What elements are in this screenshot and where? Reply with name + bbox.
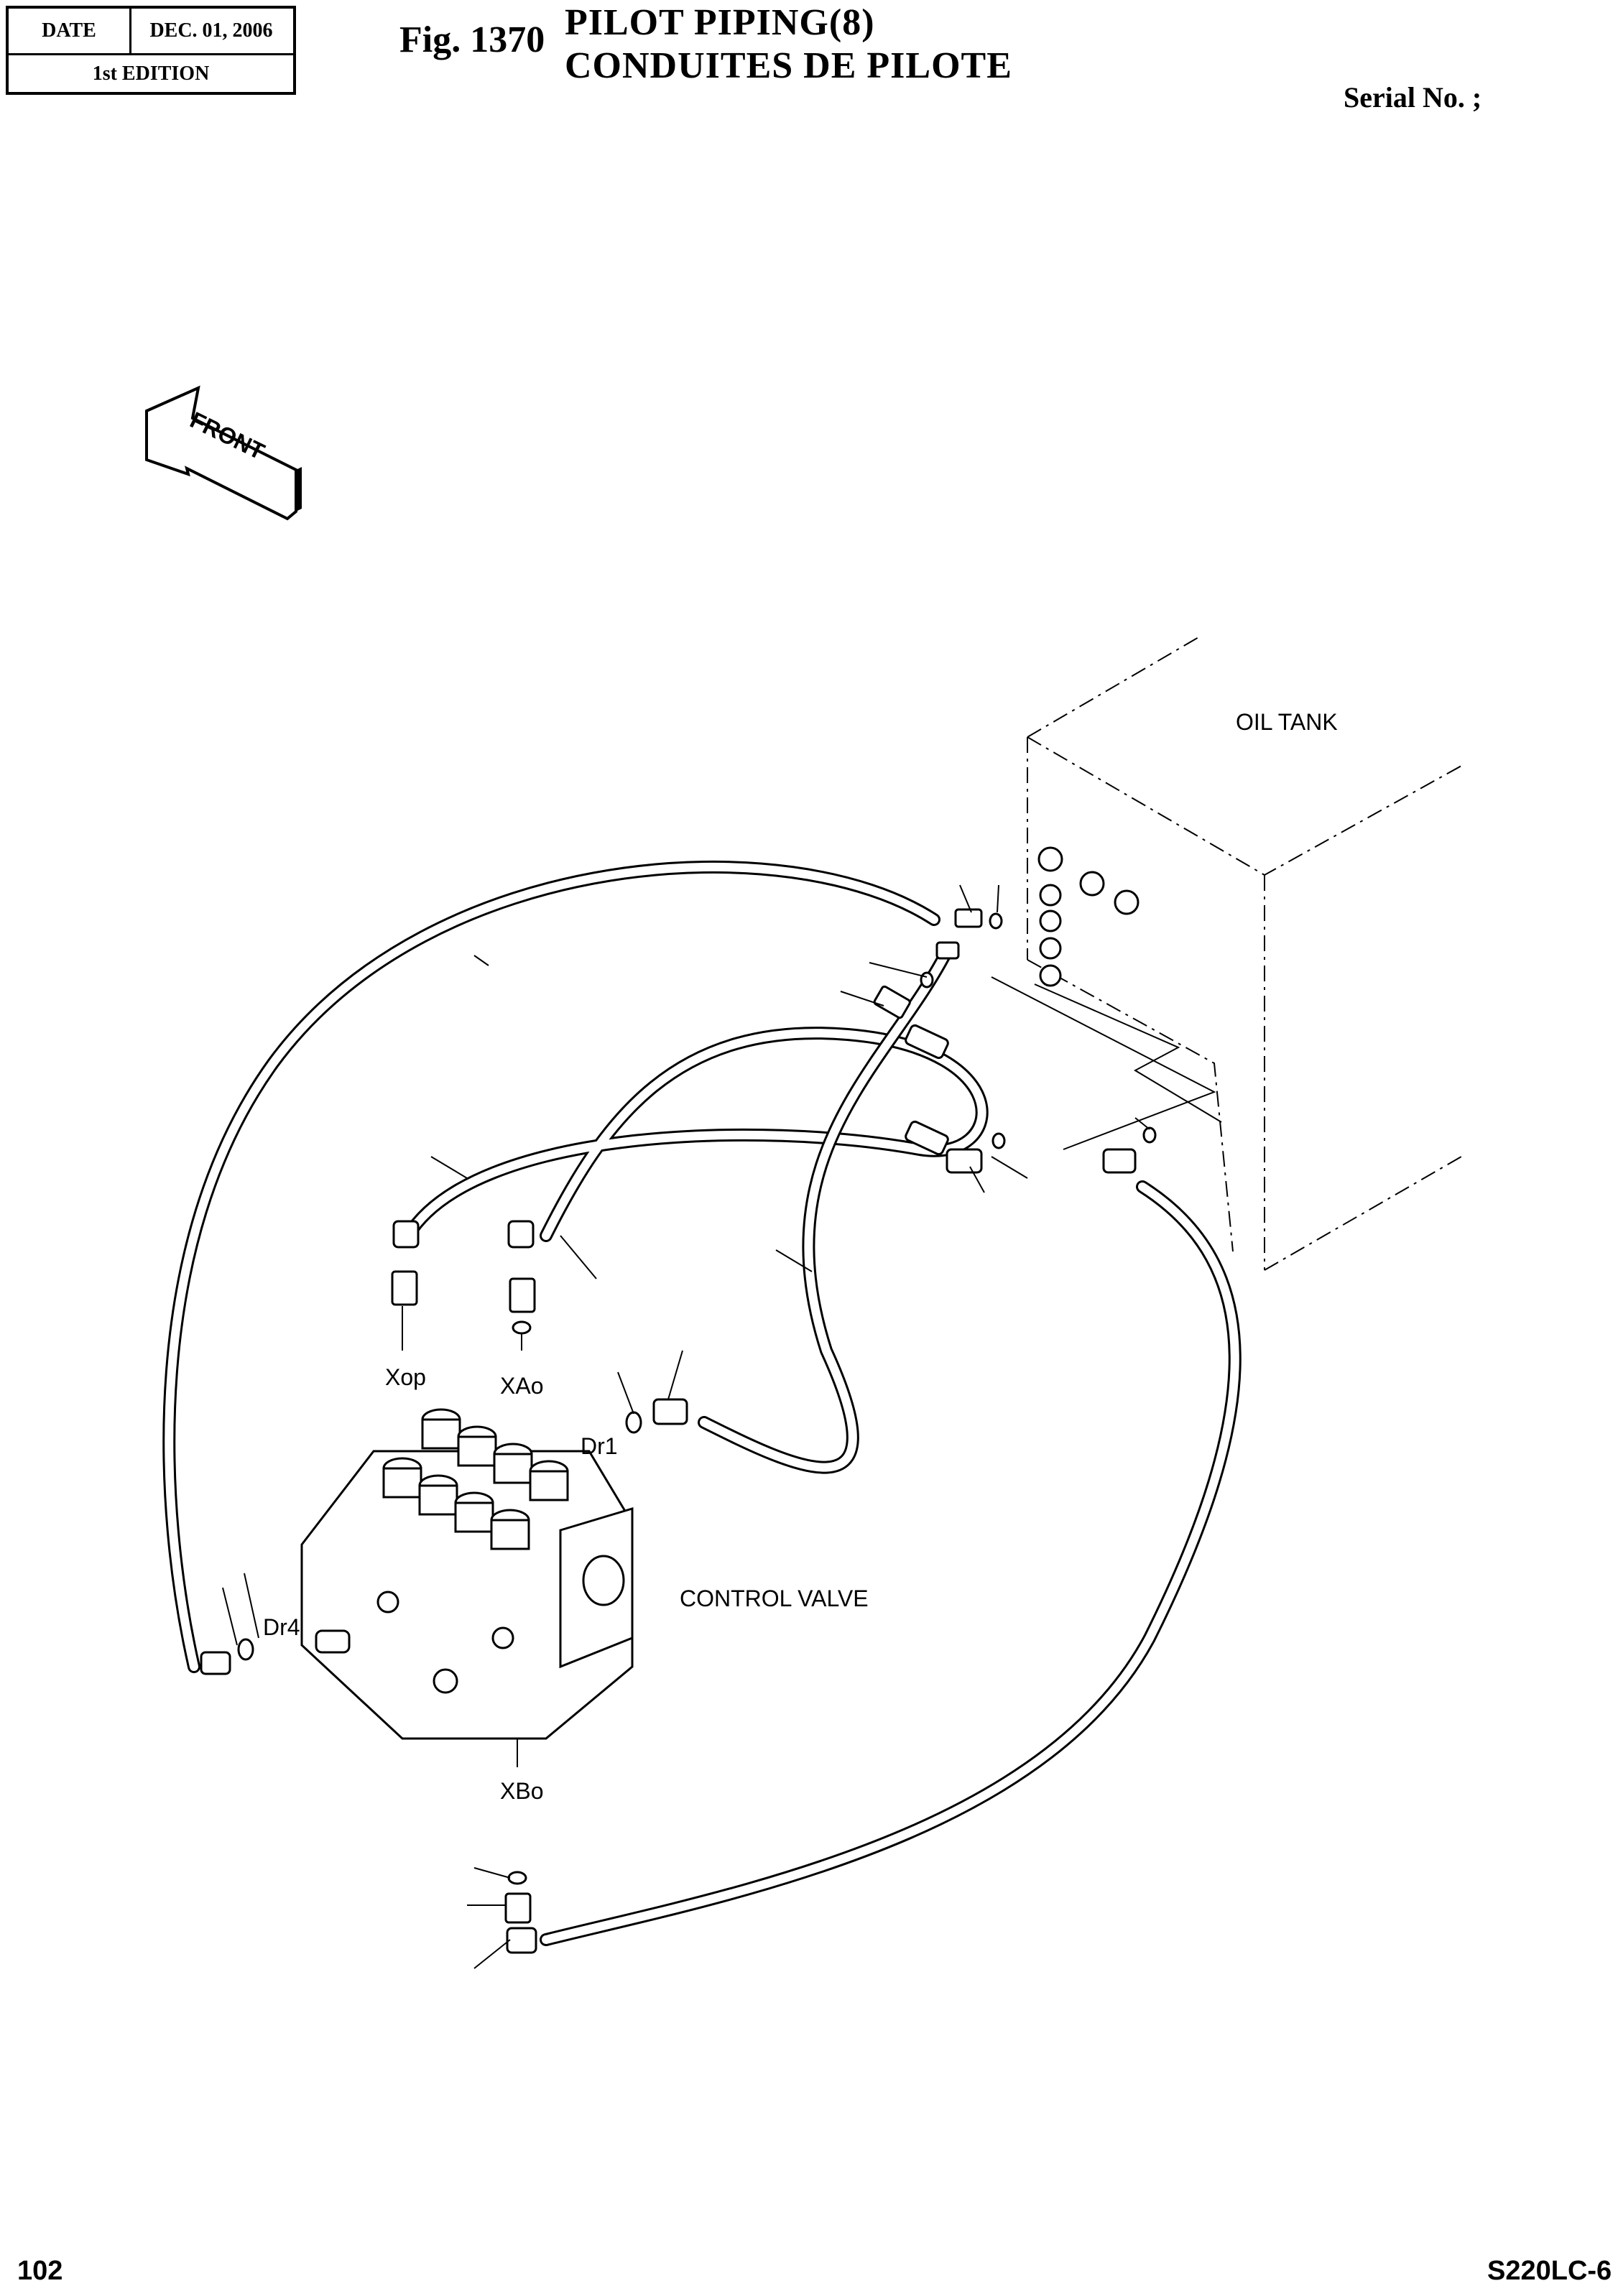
hose-long-left (162, 860, 940, 1673)
serial-number: Serial No. ; (1344, 81, 1482, 114)
fitting-icon (200, 908, 1157, 1954)
hose-right-xbo (540, 1180, 1242, 1946)
port-xbo-label: XBo (500, 1778, 543, 1804)
port-dr4-label: Dr4 (263, 1614, 300, 1640)
spool-cap-icon (382, 1408, 569, 1550)
port-xop-label: Xop (385, 1364, 426, 1390)
tank-port-icon (1037, 846, 1139, 987)
date-label: DATE (9, 9, 131, 53)
model-number: S220LC-6 (1487, 2256, 1612, 2286)
port-dr1-label: Dr1 (581, 1433, 618, 1459)
figure-title-english: PILOT PIPING(8) (565, 2, 875, 43)
front-arrow-icon: FRONT (145, 385, 302, 521)
figure-title-french: CONDUITES DE PILOTE (565, 45, 1012, 86)
oil-tank-label: OIL TANK (1236, 709, 1338, 735)
figure-number: Fig. 1370 (399, 19, 545, 60)
edition-label: 1st EDITION (92, 63, 210, 85)
leader-lines (222, 884, 1150, 1969)
oil-tank: OIL TANK (991, 636, 1462, 1271)
date-value: DEC. 01, 2006 (149, 19, 273, 42)
hose-center-cross (402, 1027, 989, 1242)
edition-header-box: DATE DEC. 01, 2006 1st EDITION (6, 6, 296, 95)
control-valve-label: CONTROL VALVE (680, 1586, 869, 1611)
hose-dr1 (698, 942, 955, 1474)
port-xao-label: XAo (500, 1373, 543, 1399)
page-number: 102 (17, 2256, 63, 2286)
control-valve (300, 1408, 634, 1740)
